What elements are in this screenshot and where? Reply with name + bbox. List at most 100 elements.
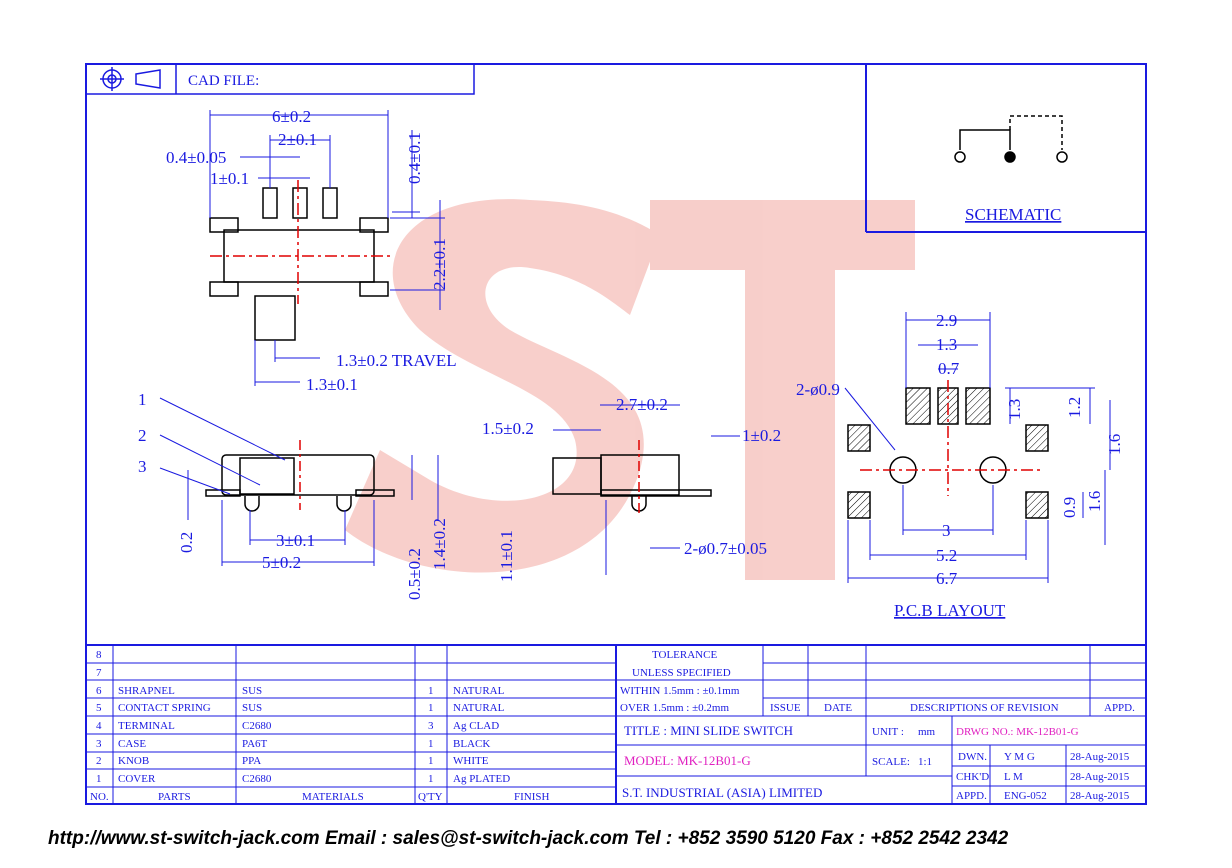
tolerance-over: OVER 1.5mm : ±0.2mm bbox=[620, 702, 729, 714]
bom-header-qty: Q'TY bbox=[418, 791, 443, 803]
dim-front-width: 2.7±0.2 bbox=[616, 395, 668, 414]
schematic-label: SCHEMATIC bbox=[965, 205, 1061, 224]
schematic bbox=[865, 64, 1146, 233]
dim-side-width: 5±0.2 bbox=[262, 553, 301, 572]
dim-width: 6±0.2 bbox=[272, 107, 311, 126]
bom-material: SUS bbox=[242, 702, 262, 714]
bom-qty: 1 bbox=[428, 738, 434, 750]
pcb-dim-bottom: 1.6 bbox=[1085, 491, 1104, 512]
bom-qty: 1 bbox=[428, 702, 434, 714]
company-name: S.T. INDUSTRIAL (ASIA) LIMITED bbox=[622, 785, 822, 800]
dim-front-tab: 1±0.2 bbox=[742, 426, 781, 445]
title: TITLE : MINI SLIDE SWITCH bbox=[624, 723, 793, 738]
pcb-dim-outer: 6.7 bbox=[936, 569, 958, 588]
model: MODEL: MK-12B01-G bbox=[624, 753, 751, 768]
bom-header-part: PARTS bbox=[158, 791, 191, 803]
top-view-dims bbox=[209, 110, 445, 386]
tolerance-title: TOLERANCE bbox=[652, 649, 717, 661]
dim-pin-pitch: 2±0.1 bbox=[278, 130, 317, 149]
bom-material: PPA bbox=[242, 755, 261, 767]
bom-part: CONTACT SPRING bbox=[118, 702, 211, 714]
pcb-layout-label: P.C.B LAYOUT bbox=[894, 601, 1006, 620]
cad-header bbox=[85, 63, 475, 95]
dim-knob: 1.3±0.1 bbox=[306, 375, 358, 394]
dim-pin-width: 0.4±0.05 bbox=[166, 148, 226, 167]
dim-pin-gap: 1±0.1 bbox=[210, 169, 249, 188]
bom-part: COVER bbox=[118, 773, 156, 785]
appd-label: APPD. bbox=[956, 790, 987, 802]
pcb-layout bbox=[847, 380, 1049, 519]
scale-label: SCALE: bbox=[872, 756, 910, 768]
dwn-label: DWN. bbox=[958, 751, 987, 763]
pcb-dim-pitch-total: 2.9 bbox=[936, 311, 957, 330]
chk-label: CHK'D bbox=[956, 771, 989, 783]
bom-header-no: NO. bbox=[90, 791, 109, 803]
bom-no: 6 bbox=[96, 685, 102, 697]
chk-value: L M bbox=[1004, 771, 1023, 783]
bom-qty: 1 bbox=[428, 755, 434, 767]
bom-material: SUS bbox=[242, 685, 262, 697]
callout-1: 1 bbox=[138, 390, 147, 409]
bom-finish: BLACK bbox=[453, 738, 490, 750]
st-watermark bbox=[345, 199, 915, 580]
bom-part: SHRAPNEL bbox=[118, 685, 175, 697]
bom-table bbox=[86, 644, 1146, 804]
dim-height: 2.2±0.1 bbox=[430, 238, 449, 290]
appd-date: 28-Aug-2015 bbox=[1070, 790, 1130, 802]
bom-rows: 8 7 6 SHRAPNEL SUS 1 NATURAL 5 CONTACT S… bbox=[90, 649, 550, 803]
scale-value: 1:1 bbox=[918, 756, 932, 768]
side-view bbox=[205, 440, 395, 512]
side-view-dims bbox=[159, 397, 439, 566]
front-view-dims bbox=[553, 404, 740, 575]
dim-post: 0.5±0.2 bbox=[405, 548, 424, 600]
pcb-dim-pad: 0.7 bbox=[938, 359, 960, 378]
bom-finish: NATURAL bbox=[453, 685, 505, 697]
bom-part: TERMINAL bbox=[118, 720, 175, 732]
revision-date: DATE bbox=[824, 702, 852, 714]
bom-material: C2680 bbox=[242, 773, 272, 785]
bom-header-finish: FINISH bbox=[514, 791, 550, 803]
bom-finish: WHITE bbox=[453, 755, 489, 767]
pcb-dim-holes: 2-ø0.9 bbox=[796, 380, 840, 399]
revision-appd: APPD. bbox=[1104, 702, 1135, 714]
pcb-dim-mid: 1.6 bbox=[1105, 434, 1124, 455]
bom-no: 3 bbox=[96, 738, 102, 750]
drawing-number: DRWG NO.: MK-12B01-G bbox=[956, 726, 1079, 738]
dim-base: 0.2 bbox=[177, 532, 196, 553]
dwn-value: Y M G bbox=[1004, 751, 1035, 763]
dim-tab: 0.4±0.1 bbox=[405, 132, 424, 184]
tolerance-sub: UNLESS SPECIFIED bbox=[632, 667, 731, 679]
bom-no: 8 bbox=[96, 649, 102, 661]
bom-no: 5 bbox=[96, 702, 102, 714]
bom-qty: 1 bbox=[428, 773, 434, 785]
dim-post-pitch: 3±0.1 bbox=[276, 531, 315, 550]
contact-footer: http://www.st-switch-jack.com Email : sa… bbox=[48, 828, 1009, 849]
dim-knob-len: 1.5±0.2 bbox=[482, 419, 534, 438]
bom-no: 4 bbox=[96, 720, 102, 732]
callout-3: 3 bbox=[138, 457, 147, 476]
bom-finish: NATURAL bbox=[453, 702, 505, 714]
bom-part: CASE bbox=[118, 738, 146, 750]
cad-file-label: CAD FILE: bbox=[188, 73, 259, 89]
appd-value: ENG-052 bbox=[1004, 790, 1047, 802]
tolerance-within: WITHIN 1.5mm : ±0.1mm bbox=[620, 685, 740, 697]
bom-material: C2680 bbox=[242, 720, 272, 732]
dim-side-height: 1.4±0.2 bbox=[430, 518, 449, 570]
bom-no: 2 bbox=[96, 755, 102, 767]
front-view bbox=[552, 440, 712, 515]
bom-qty: 3 bbox=[428, 720, 434, 732]
bom-no: 1 bbox=[96, 773, 102, 785]
bom-finish: Ag PLATED bbox=[453, 773, 510, 785]
pcb-dim-side-pad: 0.9 bbox=[1060, 497, 1079, 518]
pcb-dim-pad-len: 1.3 bbox=[1005, 399, 1024, 420]
revision-desc: DESCRIPTIONS OF REVISION bbox=[910, 702, 1059, 714]
top-view bbox=[209, 180, 390, 341]
dim-front-height: 1.1±0.1 bbox=[497, 530, 516, 582]
bom-material: PA6T bbox=[242, 738, 268, 750]
dim-travel: 1.3±0.2 TRAVEL bbox=[336, 351, 457, 370]
bom-finish: Ag CLAD bbox=[453, 720, 499, 732]
bom-qty: 1 bbox=[428, 685, 434, 697]
callout-2: 2 bbox=[138, 426, 147, 445]
revision-issue: ISSUE bbox=[770, 702, 801, 714]
